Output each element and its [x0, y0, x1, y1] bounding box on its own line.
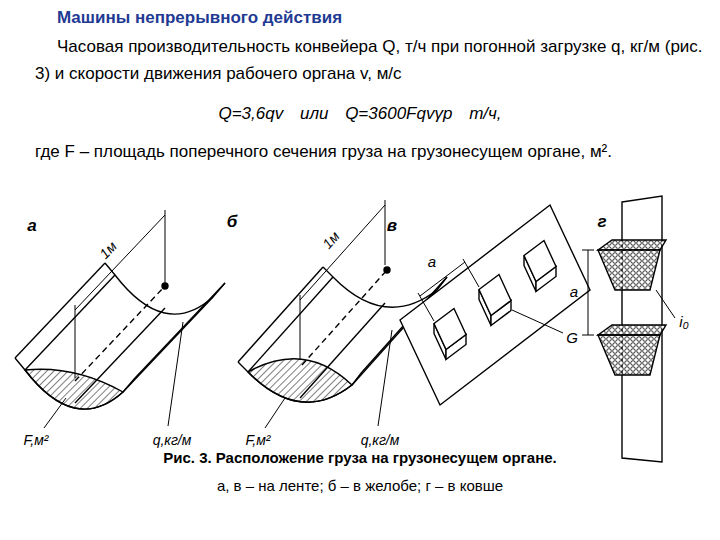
flat-belt-c	[400, 205, 590, 405]
figure-legend: а, в – на ленте; б – в желобе; г – в ков…	[217, 477, 503, 494]
dimension: a	[570, 283, 578, 300]
area-label: F,м²	[246, 432, 271, 448]
formula: Q=3,6qv или Q=3600Fqvγр т/ч,	[218, 104, 501, 124]
slide-title: Машины непрерывного действия	[57, 8, 342, 28]
figure-letter: а	[27, 216, 36, 236]
area-label: F,м²	[24, 432, 49, 448]
figure-letter: г	[597, 212, 606, 232]
angle-label: i₀	[679, 313, 689, 330]
dimension: a	[428, 253, 436, 270]
figure-letter: б	[227, 212, 238, 232]
body-text: где F – площадь поперечного сечения груз…	[35, 138, 685, 165]
bucket-elevator-d	[582, 196, 675, 462]
trough-belt-a	[15, 210, 225, 428]
body-text: Часовая производительность конвейера Q, …	[35, 33, 707, 87]
load-label: q,кг/м	[153, 432, 192, 448]
load-label: G	[566, 329, 578, 346]
dimension: 1м	[319, 228, 343, 252]
dimension: 1м	[96, 238, 120, 262]
figure-letter: в	[387, 216, 397, 236]
figure-caption: Рис. 3. Расположение груза на грузонесущ…	[163, 449, 557, 466]
load-label: q,кг/м	[361, 432, 400, 448]
